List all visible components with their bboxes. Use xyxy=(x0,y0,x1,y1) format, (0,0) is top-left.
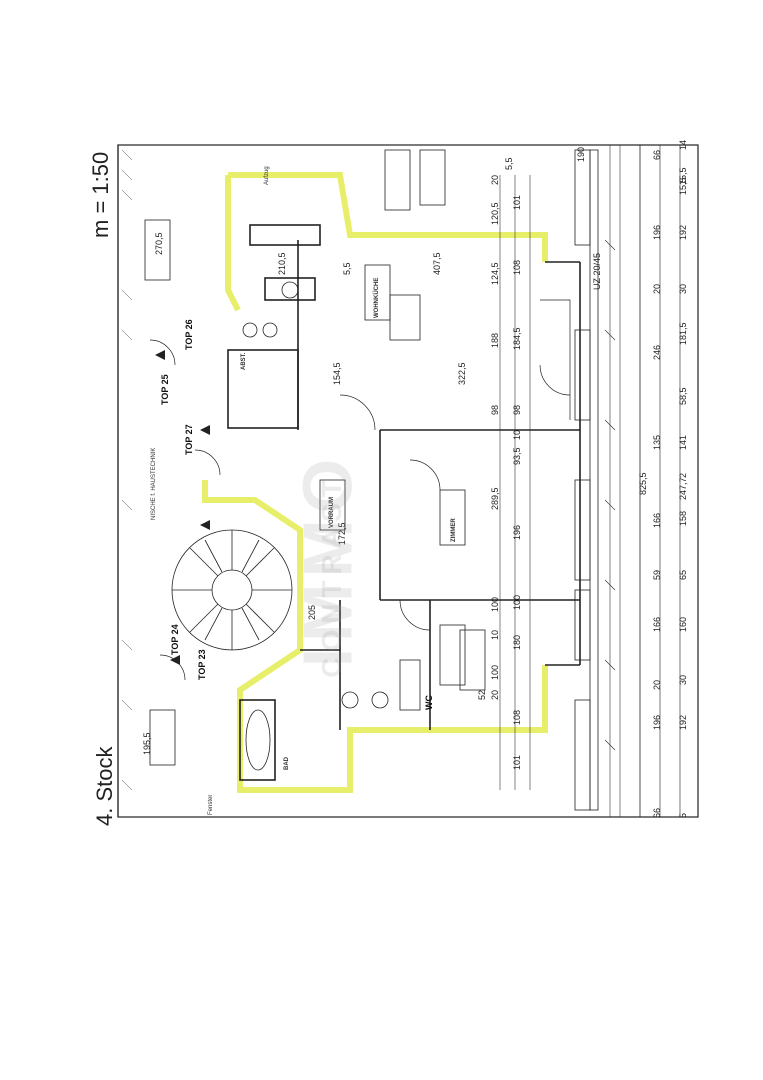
room-dim-9: 100 xyxy=(490,665,500,680)
bottom-dim-3: 246 xyxy=(652,345,662,360)
door-swings xyxy=(149,299,571,681)
bottom-dim2-11: 192 xyxy=(678,225,688,240)
room-dim-26: 195,5 xyxy=(142,732,152,755)
nische-label: NISCHE f. HAUSTECHNIK xyxy=(151,448,157,520)
bottom-dim-row3-0: 247,7 xyxy=(678,477,688,500)
bottom-dim-4: 135 xyxy=(652,435,662,450)
bottom-dim-2: 20 xyxy=(652,680,662,690)
staircase xyxy=(171,529,293,651)
room-dim-11: 101 xyxy=(512,195,522,210)
top-label-25: TOP 25 xyxy=(160,374,170,405)
room-dim-6: 196 xyxy=(512,525,522,540)
room-dim-29: 5,5 xyxy=(342,262,352,275)
room-dim-24: 210,5 xyxy=(277,252,287,275)
overall-length-dim: 825,5 xyxy=(638,472,648,495)
bottom-dim2-8: 65 xyxy=(678,570,688,580)
room-dim-30: 20 xyxy=(490,690,500,700)
top-label-27: TOP 27 xyxy=(184,424,194,455)
room-dim-3: 188 xyxy=(490,333,500,348)
wc-label: WC xyxy=(424,695,434,710)
room-dim-10: 52 xyxy=(477,690,487,700)
bottom-dim2-6: 2 xyxy=(678,473,688,478)
bottom-dim-10: 66 xyxy=(652,150,662,160)
direction-arrows xyxy=(155,350,210,665)
bottom-dim-9: 196 xyxy=(652,225,662,240)
bad-label: BAD xyxy=(284,756,290,770)
room-dim-21: 407,5 xyxy=(432,252,442,275)
bottom-dim2-12: 15,5 xyxy=(678,177,688,195)
room-dim-16: 289,5 xyxy=(490,487,500,510)
bottom-dim-5: 166 xyxy=(652,513,662,528)
vorraum-label: VORRAUM xyxy=(329,497,335,528)
building-outline xyxy=(117,144,699,818)
bottom-dim-8: 20 xyxy=(652,284,662,294)
right-dim-2: 5,5 xyxy=(504,157,514,170)
uz-label: UZ 20/45 xyxy=(592,253,602,290)
zimmer-label: ZIMMER xyxy=(451,518,457,542)
right-dim-4: 14 xyxy=(678,140,688,150)
room-dim-5: 93,5 xyxy=(512,447,522,465)
room-dim-14: 98 xyxy=(512,405,522,415)
interior-walls xyxy=(227,224,581,781)
room-dim-18: 10 xyxy=(490,630,500,640)
floor-label: 4. Stock xyxy=(92,746,117,826)
highlighted-walls xyxy=(202,172,548,793)
bottom-dim-6: 59 xyxy=(652,570,662,580)
bottom-dim-1: 196 xyxy=(652,715,662,730)
right-dim-3: 15,5 xyxy=(678,167,688,185)
bottom-dim2-0: 5 xyxy=(678,813,688,818)
room-dim-20: 101 xyxy=(512,755,522,770)
right-dim-0: 190 xyxy=(576,147,586,162)
facade-windows xyxy=(574,149,599,811)
watermark-subtitle: CONTRAST xyxy=(315,474,347,678)
room-dim-4: 98 xyxy=(490,405,500,415)
room-dim-8: 180 xyxy=(512,635,522,650)
right-dim-1: 20 xyxy=(490,175,500,185)
room-dim-27: 172,5 xyxy=(337,522,347,545)
dimension-lines xyxy=(499,145,621,817)
bottom-dim2-7: 158 xyxy=(678,511,688,526)
fenster-label: Fenster xyxy=(208,795,214,815)
aufzug-label: Aufzug xyxy=(264,166,270,185)
bottom-dim-7: 166 xyxy=(652,617,662,632)
bath-fixtures xyxy=(242,281,389,771)
room-dim-12: 108 xyxy=(512,260,522,275)
bottom-dim2-5: 141 xyxy=(678,435,688,450)
room-dim-28: 205 xyxy=(307,605,317,620)
bottom-dim2-1: 192 xyxy=(678,715,688,730)
bottom-dim2-10: 30 xyxy=(678,284,688,294)
bottom-dim2-4: 58,5 xyxy=(678,387,688,405)
room-dim-13: 184,5 xyxy=(512,327,522,350)
room-dim-15: 10 xyxy=(512,430,522,440)
bottom-dim2-9: 160 xyxy=(678,617,688,632)
wohnkueche-label: WOHNKÜCHE xyxy=(373,278,380,318)
room-dim-19: 108 xyxy=(512,710,522,725)
bottom-dim2-3: 181,5 xyxy=(678,322,688,345)
left-facade-hatch xyxy=(121,149,133,791)
room-dim-2: 124,5 xyxy=(490,262,500,285)
top-label-26: TOP 26 xyxy=(184,319,194,350)
top-label-23: TOP 23 xyxy=(197,649,207,680)
room-dim-22: 322,5 xyxy=(457,362,467,385)
room-tags xyxy=(144,149,486,766)
bottom-dim-0: 66 xyxy=(652,808,662,818)
room-dim-7: 100 xyxy=(490,597,500,612)
room-dim-25: 270,5 xyxy=(154,232,164,255)
scale-label: m = 1:50 xyxy=(88,151,113,238)
top-label-24: TOP 24 xyxy=(170,624,180,655)
room-dim-23: 154,5 xyxy=(332,362,342,385)
room-dim-17: 100 xyxy=(512,595,522,610)
abst-label: ABST. xyxy=(241,352,247,370)
room-dim-1: 120,5 xyxy=(490,202,500,225)
bottom-dim2-2: 30 xyxy=(678,675,688,685)
